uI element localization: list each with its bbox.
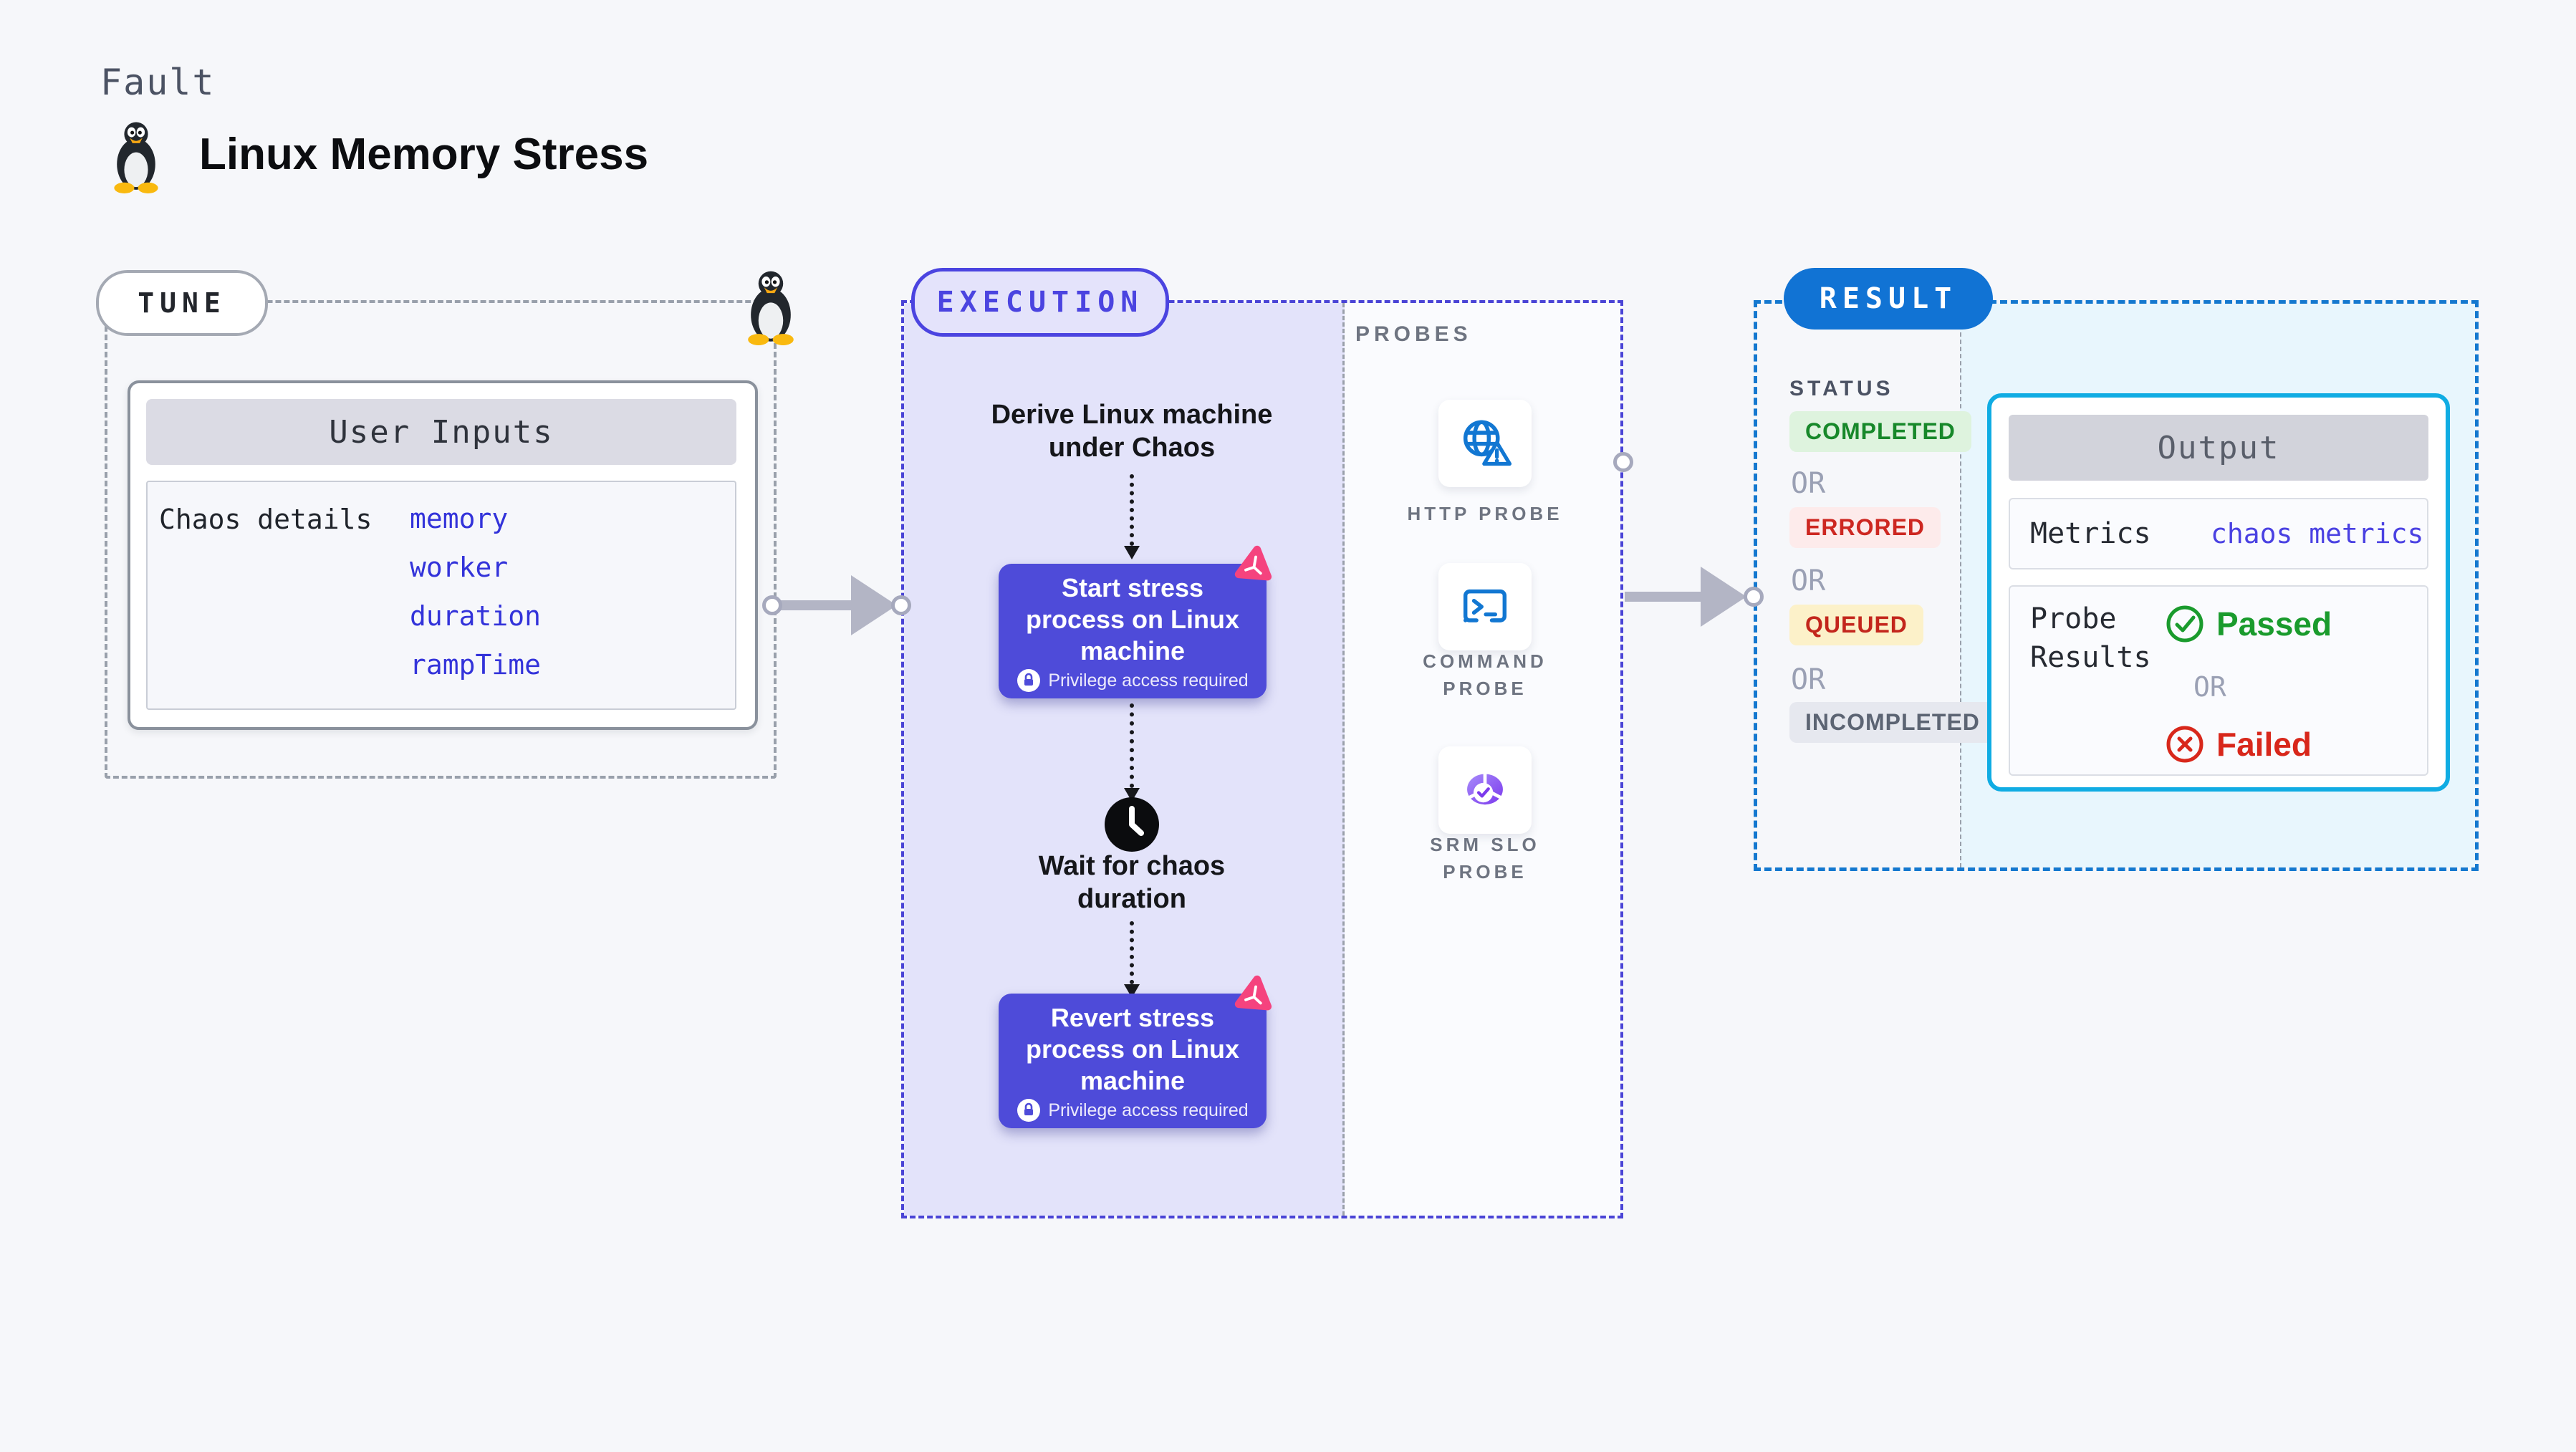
- output-card: Output Metrics chaos metrics Probe Resul…: [1987, 393, 2450, 792]
- command-probe-card: [1438, 563, 1532, 650]
- probe-results-line: Results: [2030, 641, 2151, 674]
- slo-donut-icon: [1467, 770, 1503, 805]
- node-title-line: machine: [1080, 1066, 1186, 1095]
- status-badge-completed: COMPLETED: [1789, 411, 1971, 452]
- probe-results-label: Probe Results: [2030, 600, 2151, 677]
- user-inputs-header: User Inputs: [146, 399, 736, 465]
- output-header: Output: [2009, 415, 2428, 481]
- probe-results-row: Probe Results Passed OR Failed: [2009, 585, 2428, 776]
- wait-step-label: Wait for chaos duration: [960, 850, 1304, 915]
- execution-section-pill: EXECUTION: [911, 268, 1169, 337]
- srm-slo-probe-card: [1438, 746, 1532, 834]
- input-value: rampTime: [410, 649, 542, 681]
- node-title-line: process on Linux: [1025, 1034, 1240, 1064]
- chaos-details-label: Chaos details: [159, 504, 373, 535]
- node-title-line: Revert stress: [1050, 1003, 1215, 1032]
- probe-label-line: PROBE: [1443, 678, 1527, 699]
- tune-section-box: [105, 300, 777, 779]
- connector-dot: [1613, 452, 1633, 472]
- wait-step-line: Wait for chaos: [1038, 851, 1226, 881]
- start-stress-node: Start stress process on Linux machine Pr…: [999, 564, 1267, 698]
- chaos-details-values: memory worker duration rampTime: [410, 494, 541, 689]
- flow-dotted-connector: [1130, 921, 1134, 984]
- derive-step-line: Derive Linux machine: [991, 400, 1273, 430]
- wait-step-line: duration: [1077, 884, 1186, 914]
- user-inputs-table: Chaos details memory worker duration ram…: [146, 481, 736, 710]
- http-probe-card: [1438, 400, 1532, 487]
- or-separator: OR: [2193, 671, 2226, 703]
- node-title-line: machine: [1080, 636, 1186, 665]
- privilege-badge-text: Privilege access required: [1048, 1100, 1249, 1120]
- connector-dot: [891, 595, 911, 615]
- clock-icon: [1105, 797, 1159, 852]
- user-inputs-card: User Inputs Chaos details memory worker …: [128, 380, 758, 730]
- connector-dot: [1744, 587, 1764, 607]
- tux-linux-icon: [114, 122, 158, 193]
- revert-stress-node: Revert stress process on Linux machine P…: [999, 994, 1267, 1128]
- input-value: memory: [410, 503, 509, 534]
- or-separator: OR: [1791, 663, 1826, 696]
- metrics-row: Metrics chaos metrics: [2009, 498, 2428, 569]
- metrics-value: chaos metrics: [2211, 518, 2424, 549]
- metrics-label: Metrics: [2030, 517, 2151, 550]
- arrow-head: [1701, 567, 1746, 627]
- privilege-badge-text: Privilege access required: [1048, 670, 1249, 691]
- input-value: duration: [410, 600, 542, 632]
- fault-kicker: Fault: [100, 62, 216, 103]
- or-separator: OR: [1791, 467, 1826, 500]
- chaos-fault-icon: [1234, 975, 1272, 1011]
- status-column-label: STATUS: [1789, 377, 1894, 400]
- node-title-line: Start stress: [1061, 573, 1204, 602]
- node-title-line: process on Linux: [1025, 605, 1240, 634]
- probe-label-line: HTTP PROBE: [1407, 503, 1563, 524]
- flow-arrow-head: [1124, 546, 1140, 559]
- flow-dotted-connector: [1130, 703, 1134, 788]
- tune-section-pill: TUNE: [96, 270, 268, 336]
- derive-step-label: Derive Linux machine under Chaos: [960, 398, 1304, 464]
- probe-label-line: PROBE: [1443, 861, 1527, 883]
- passed-text: Passed: [2216, 605, 2332, 643]
- flow-dotted-connector: [1130, 474, 1134, 546]
- check-circle-icon: [2166, 605, 2203, 643]
- privilege-badge: Privilege access required: [999, 1098, 1267, 1122]
- http-probe-label: HTTP PROBE: [1374, 500, 1596, 527]
- arrow-head: [851, 575, 897, 635]
- execution-to-result-arrow: [1625, 592, 1702, 602]
- page-title: Linux Memory Stress: [199, 130, 649, 179]
- probe-label-line: COMMAND: [1423, 650, 1547, 672]
- or-separator: OR: [1791, 564, 1826, 597]
- globe-alert-icon: [1463, 420, 1512, 466]
- status-badge-incompleted: INCOMPLETED: [1789, 702, 1996, 743]
- srm-slo-probe-label: SRM SLO PROBE: [1374, 831, 1596, 885]
- connector-dot: [762, 595, 782, 615]
- chaos-fault-icon: [1234, 545, 1272, 581]
- probe-label-line: SRM SLO: [1430, 834, 1540, 855]
- lock-icon: [1017, 669, 1041, 692]
- status-badge-errored: ERRORED: [1789, 507, 1941, 548]
- probes-column-label: PROBES: [1355, 322, 1472, 346]
- command-probe-label: COMMAND PROBE: [1374, 648, 1596, 702]
- tune-to-execution-arrow: [772, 600, 852, 610]
- failed-verdict: Failed: [2165, 724, 2312, 764]
- privilege-badge: Privilege access required: [999, 668, 1267, 693]
- status-badge-queued: QUEUED: [1789, 605, 1923, 645]
- node-title: Revert stress process on Linux machine: [999, 994, 1267, 1097]
- passed-verdict: Passed: [2165, 604, 2332, 644]
- result-section-pill: RESULT: [1784, 268, 1993, 330]
- derive-step-line: under Chaos: [1048, 433, 1216, 463]
- tux-linux-icon: [748, 271, 794, 345]
- failed-text: Failed: [2216, 726, 2312, 763]
- x-circle-icon: [2166, 726, 2203, 763]
- node-title: Start stress process on Linux machine: [999, 564, 1267, 667]
- lock-icon: [1017, 1099, 1041, 1122]
- input-value: worker: [410, 552, 509, 583]
- terminal-icon: [1463, 589, 1507, 622]
- probe-results-line: Probe: [2030, 602, 2117, 635]
